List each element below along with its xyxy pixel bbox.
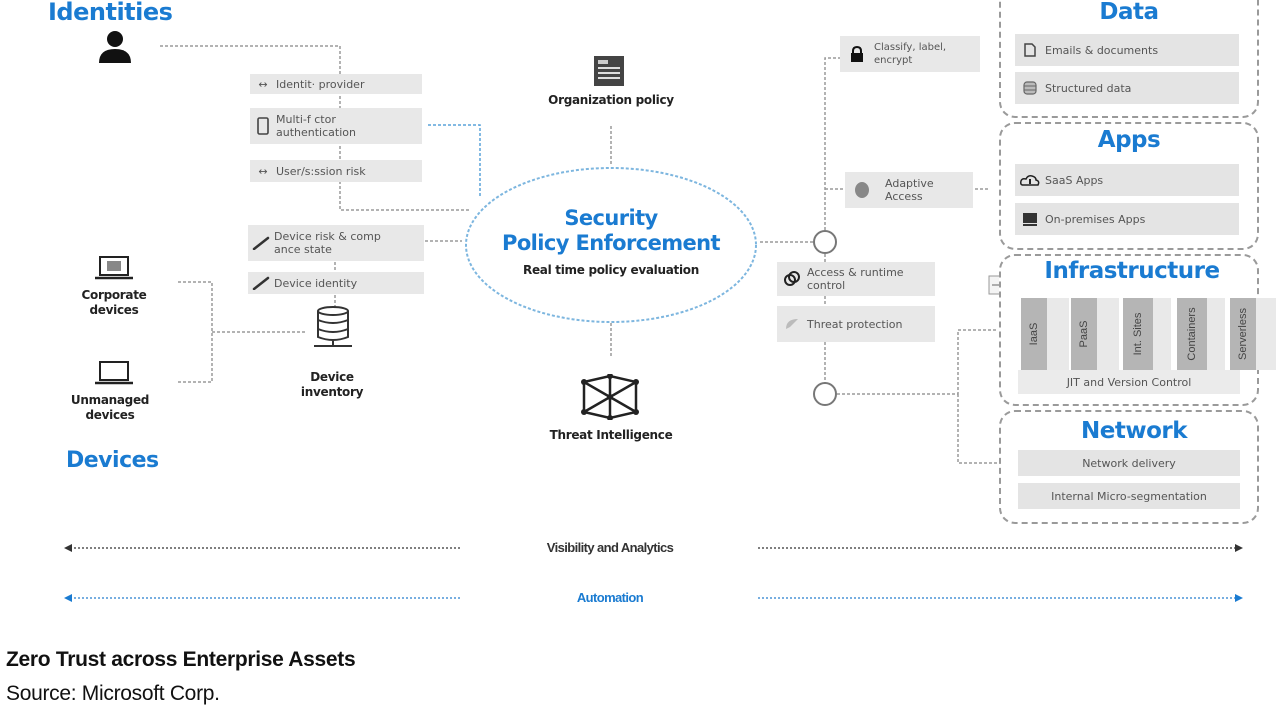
column-label: Containers <box>1186 307 1198 361</box>
identities-title: Identities <box>48 0 173 26</box>
infra-column-iaas: IaaS <box>1021 298 1069 370</box>
signal-label: Device risk & comp ance state <box>274 230 381 256</box>
control-adaptive-access: Adaptive Access <box>845 172 973 208</box>
column-label: Serverless <box>1237 308 1249 360</box>
unmanaged-devices-label: Unmanaged devices <box>70 393 150 422</box>
person-icon <box>96 30 134 69</box>
arrows-left-right-icon: ↔ <box>258 164 268 178</box>
infra-column-serverless: Serverless <box>1230 298 1276 370</box>
signal-identity-provider: ↔ Identit· provider <box>250 74 422 94</box>
control-spine-top <box>824 57 845 230</box>
network-title: Network <box>1080 418 1188 444</box>
infrastructure-hub-node <box>813 382 837 406</box>
control-label: Access & runtime control <box>807 266 904 292</box>
apps-title: Apps <box>1097 127 1161 153</box>
org-policy-label: Organization policy <box>548 93 674 107</box>
title-line-2: Policy Enforcement <box>502 231 720 255</box>
device-inventory-label: Device inventory <box>300 370 364 399</box>
network-cube-icon <box>578 373 642 425</box>
laptop-icon <box>94 360 134 391</box>
cloud-icon <box>1015 174 1045 186</box>
policy-enforcement-subtitle: Real time policy evaluation <box>523 263 699 277</box>
signal-label: User/s:ssion risk <box>276 164 366 178</box>
item-label: Structured data <box>1045 81 1132 95</box>
signal-device-identity: Device identity <box>248 272 424 294</box>
laptop-corporate-icon <box>94 255 134 286</box>
signal-device-risk: Device risk & comp ance state <box>248 225 424 261</box>
threat-intelligence-label: Threat Intelligence <box>549 428 673 442</box>
network-item-delivery: Network delivery <box>1018 450 1240 476</box>
item-label: SaaS Apps <box>1045 173 1104 187</box>
signal-label: Device identity <box>274 276 358 290</box>
data-title: Data <box>1099 0 1159 25</box>
signal-user-session-risk: ↔ User/s:ssion risk <box>250 160 422 182</box>
links-icon <box>777 271 807 287</box>
infra-footer-jit: JIT and Version Control <box>1018 370 1240 394</box>
figure-source: Source: Microsoft Corp. <box>6 682 220 705</box>
data-item-emails: Emails & documents <box>1015 34 1239 66</box>
column-label: PaaS <box>1078 320 1090 348</box>
devices-title: Devices <box>66 448 159 473</box>
devices-bracket <box>178 281 305 383</box>
signal-mfa: Multi-f ctor authentication <box>250 108 422 144</box>
column-label: Int. Sites <box>1132 312 1144 356</box>
automation-bar <box>64 594 1243 602</box>
arrows-left-right-icon: ↔ <box>258 77 268 91</box>
automation-label: Automation <box>576 590 644 605</box>
mfa-connector <box>428 124 481 198</box>
network-item-microsegmentation: Internal Micro-segmentation <box>1018 483 1240 509</box>
control-label: Threat protection <box>807 317 903 331</box>
column-label: IaaS <box>1028 322 1040 346</box>
control-label: Classify, label, encrypt <box>874 42 947 66</box>
apps-item-saas: SaaS Apps <box>1015 164 1239 196</box>
policy-enforcement-title: Security Policy Enforcement <box>466 206 756 256</box>
pen-icon <box>248 236 274 250</box>
fingerprint-icon <box>845 181 879 199</box>
lower-hub-connector <box>837 329 1000 464</box>
infra-column-containers: Containers <box>1177 298 1225 370</box>
item-label: On-premises Apps <box>1045 212 1146 226</box>
title-line-1: Security <box>564 206 658 230</box>
document-icon <box>592 55 626 92</box>
visibility-bar <box>64 544 1243 552</box>
infra-column-int-sites: Int. Sites <box>1123 298 1171 370</box>
policy-enforcement-ellipse <box>465 167 757 323</box>
figure-title: Zero Trust across Enterprise Assets <box>6 648 356 671</box>
signal-label: Multi-f ctor authentication <box>276 113 356 139</box>
control-label: Adaptive Access <box>885 177 934 203</box>
infrastructure-title: Infrastructure <box>1044 258 1220 284</box>
corporate-devices-label: Corporate devices <box>81 288 147 317</box>
lock-icon <box>840 46 874 62</box>
signal-label: Identit· provider <box>276 77 365 91</box>
database-icon <box>308 305 358 356</box>
shield-check-icon <box>777 317 807 331</box>
phone-icon <box>250 117 276 135</box>
item-label: Emails & documents <box>1045 43 1159 57</box>
database-icon <box>1015 81 1045 95</box>
apps-item-onprem: On-premises Apps <box>1015 203 1239 235</box>
control-classify: Classify, label, encrypt <box>840 36 980 72</box>
data-item-structured: Structured data <box>1015 72 1239 104</box>
pen-icon <box>248 276 274 290</box>
document-icon <box>1015 43 1045 57</box>
enforcement-hub-node <box>813 230 837 254</box>
control-access-runtime: Access & runtime control <box>777 262 935 296</box>
server-icon <box>1015 212 1045 226</box>
infra-column-paas: PaaS <box>1071 298 1119 370</box>
control-threat-protection: Threat protection <box>777 306 935 342</box>
visibility-analytics-label: Visibility and Analytics <box>546 540 674 555</box>
